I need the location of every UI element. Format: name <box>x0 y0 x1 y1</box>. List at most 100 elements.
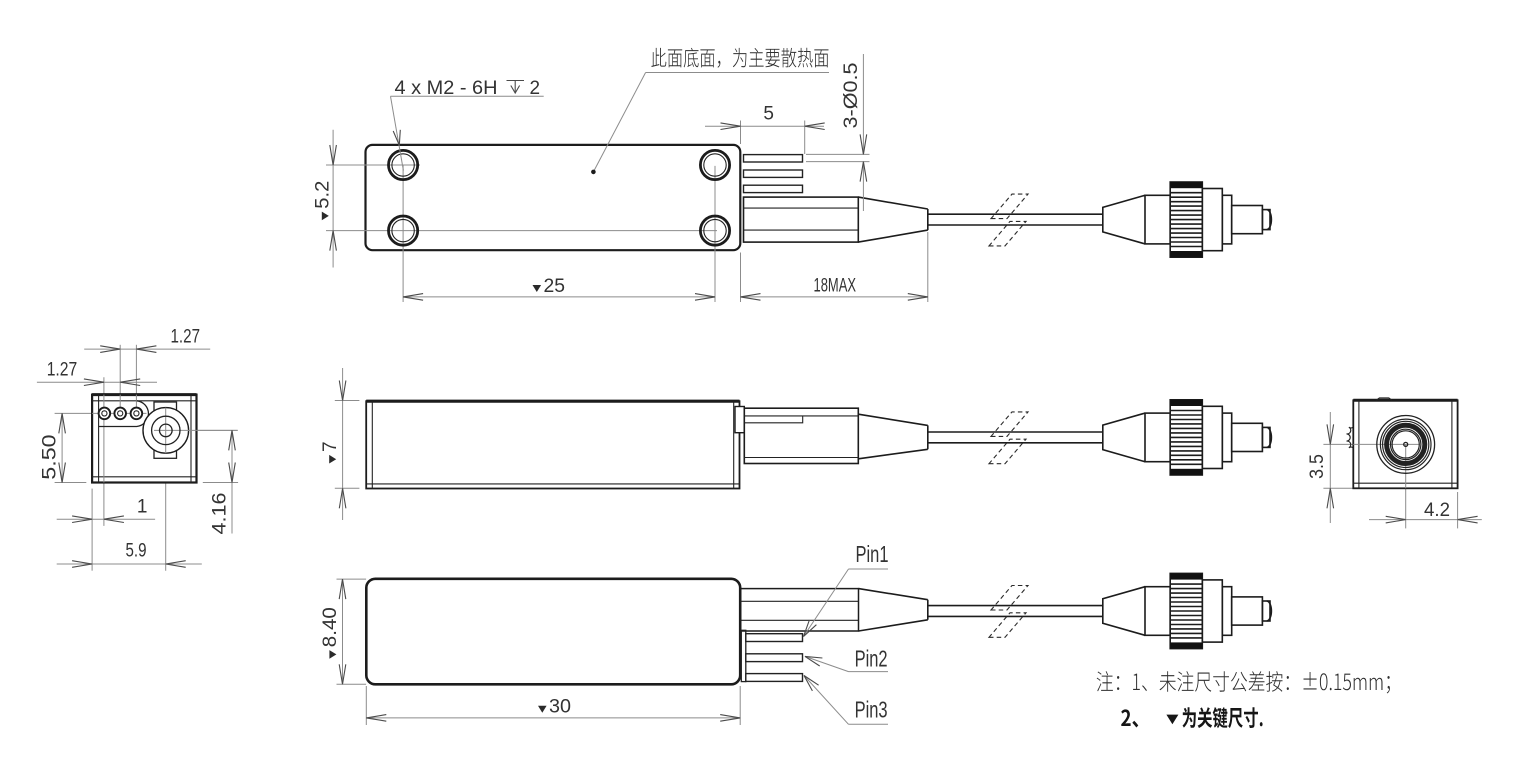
dim-arrowhead <box>100 345 121 353</box>
heatsink-note-leader-dot <box>591 169 596 175</box>
sleeve-pin-edge <box>744 415 804 424</box>
thread-ring-black <box>1384 422 1428 466</box>
hole-inner-circle <box>703 218 727 243</box>
hole-outer-circle <box>387 148 420 181</box>
hole-outer-circle <box>699 214 732 247</box>
right-end-view <box>1323 397 1459 529</box>
dim-5-value: 5 <box>763 104 774 125</box>
connector-tab-side-view <box>734 405 746 434</box>
dim-5_50-value: 5.50 <box>40 434 61 479</box>
top-view <box>326 143 929 302</box>
dim-arrowhead <box>403 293 424 301</box>
heatsink-note <box>591 47 829 175</box>
mounting-hole-3 <box>387 214 420 247</box>
pin-3-end-view <box>129 406 144 421</box>
dim-arrowhead <box>366 714 387 722</box>
thread-depth-value: 2 <box>530 78 541 99</box>
pin-inner-circle <box>133 410 140 417</box>
dim-arrowhead <box>1326 424 1335 445</box>
key-dimension-marker-icon <box>321 211 329 221</box>
pin3-leader-arrowhead <box>803 675 819 692</box>
dim-4_16-value: 4.16 <box>210 493 231 535</box>
pin-outer-circle <box>113 406 127 421</box>
key-dimension-marker-icon <box>538 705 547 713</box>
pin-outer-circle <box>129 406 144 421</box>
fiber-exit-sleeve-top-view <box>742 196 929 243</box>
dim-1: 1 <box>56 497 156 524</box>
dim-1_27-a-value: 1.27 <box>171 326 201 347</box>
dim-5: 5 <box>705 104 825 154</box>
dim-30-value: 30 <box>549 697 571 718</box>
dim-5_50: 5.50 <box>40 413 87 483</box>
dim-3_5-value: 3.5 <box>1307 454 1328 479</box>
mounting-hole-4 <box>699 214 732 247</box>
dim-arrowhead <box>1326 488 1335 509</box>
dim-arrowhead <box>103 515 124 524</box>
dim-arrowhead <box>329 144 337 166</box>
dim-arrowhead <box>740 293 761 301</box>
thread-leader-arrowhead <box>392 129 401 146</box>
hole-inner-circle <box>391 153 415 177</box>
dim-30: 30 <box>365 686 741 725</box>
nut-inner-circle <box>1379 418 1432 471</box>
thread-circle <box>1381 420 1430 469</box>
dim-arrowhead <box>72 560 93 568</box>
key-dimension-marker-icon <box>532 285 542 292</box>
dim-25-value: 25 <box>544 276 566 297</box>
dim-1-value: 1 <box>137 497 148 518</box>
pin3-label: Pin3 <box>803 675 888 725</box>
dim-arrowhead <box>694 293 716 301</box>
pin-3-bottom-view <box>745 672 804 683</box>
dim-arrowhead <box>720 714 741 722</box>
pin1-leader <box>803 568 849 637</box>
note-line-2 <box>1121 707 1263 729</box>
fc-connector-face <box>1376 414 1436 474</box>
heatsink-note-leader <box>592 72 647 173</box>
dim-arrowhead <box>1385 515 1406 524</box>
module-body-top-view <box>364 143 742 252</box>
dim-4_16: 4.16 <box>202 430 239 535</box>
pin-1-bottom-view <box>745 633 804 643</box>
knurled-nut-scallops <box>1346 421 1356 454</box>
pin1-leader-arrowhead <box>802 619 817 637</box>
thread-callout-leader <box>390 96 404 171</box>
dim-1_27-b-value: 1.27 <box>47 360 78 381</box>
note-line-2-text <box>1121 707 1263 729</box>
notes <box>1096 671 1390 729</box>
hole-outer-circle <box>387 214 420 247</box>
thread-callout: 4 x M2 - 6H 2 <box>390 78 544 171</box>
dim-5_9-value: 5.9 <box>126 541 147 562</box>
pin1-label: Pin1 <box>802 541 889 637</box>
fiber-core-dot <box>1403 441 1409 448</box>
dim-arrowhead <box>804 122 825 131</box>
pin-inner-circle <box>101 410 108 417</box>
dim-arrowhead <box>83 378 104 387</box>
fiber-exit-sleeve-side-view <box>743 407 929 465</box>
dim-arrowhead <box>72 515 93 524</box>
dim-arrowhead <box>228 462 236 483</box>
hole-inner-circle <box>391 218 415 243</box>
dim-5_2: 5.2 <box>313 129 337 268</box>
pin3-label-text: Pin3 <box>855 696 888 722</box>
note-line-1-text <box>1096 671 1390 694</box>
dim-arrowhead <box>859 134 868 155</box>
dim-arrowhead <box>859 161 868 182</box>
dim-18max: 18MAX <box>740 232 929 302</box>
dim-25: 25 <box>403 276 716 301</box>
pin-1-end-view <box>97 406 112 421</box>
dim-arrowhead <box>338 664 347 685</box>
dim-pin-diameter: 3-Ø0.5 <box>806 54 870 211</box>
ferrule-holder-circle <box>1389 428 1422 461</box>
pin-2-top-view <box>742 169 804 179</box>
hole-inner-circle <box>703 153 727 177</box>
dim-arrowhead <box>120 378 141 387</box>
dim-5_2-value: 5.2 <box>313 181 334 209</box>
dim-4_2-value: 4.2 <box>1424 500 1450 521</box>
nut-outer-circle <box>1376 414 1436 474</box>
dim-7-value: 7 <box>320 441 341 452</box>
ferrule-circle <box>1391 430 1420 459</box>
dim-arrowhead <box>58 413 66 434</box>
hole-outer-circle <box>699 148 732 181</box>
